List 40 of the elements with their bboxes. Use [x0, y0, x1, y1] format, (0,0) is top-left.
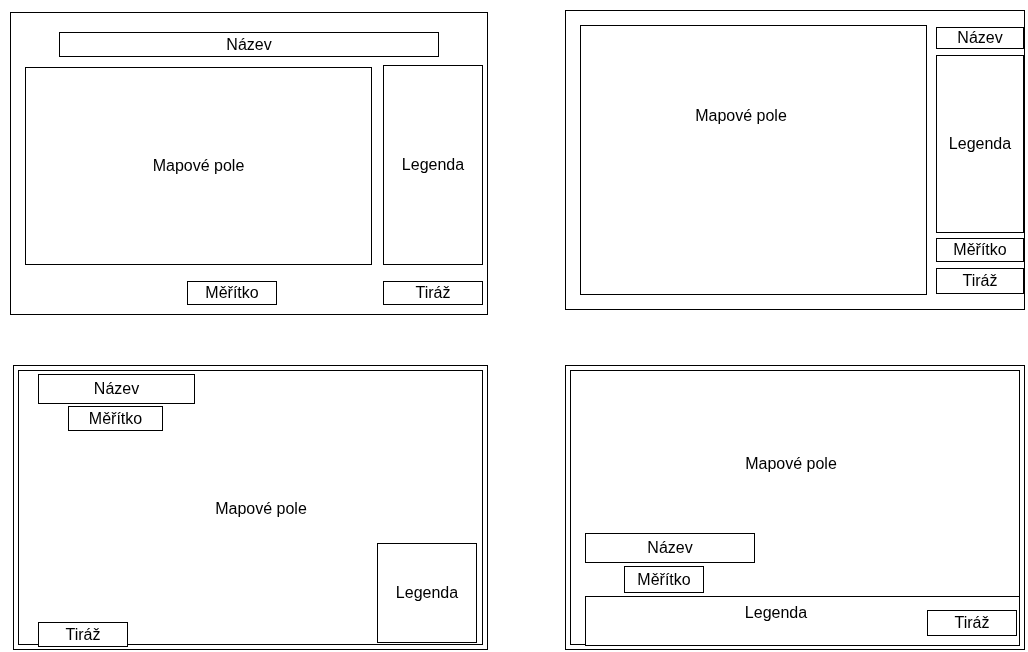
layout-box	[936, 55, 1024, 233]
box-label: Měřítko	[953, 241, 1007, 259]
layout-box	[377, 543, 477, 643]
layout-box	[59, 32, 439, 57]
box-label: Název	[93, 380, 140, 398]
box-label: Měřítko	[205, 284, 259, 302]
box-label: Měřítko	[637, 570, 691, 589]
layout-box	[936, 268, 1024, 294]
layout-box	[38, 374, 195, 404]
layout-box	[187, 281, 277, 305]
box-label: Název	[647, 539, 693, 557]
box-label: Název	[957, 29, 1003, 47]
box-label: Tiráž	[415, 284, 451, 302]
box-label: Legenda	[401, 156, 465, 174]
map-panel	[585, 596, 1020, 646]
box-label: Mapové pole	[152, 157, 245, 175]
layout-frame	[10, 12, 488, 315]
layout-box	[25, 67, 372, 265]
layout-box	[383, 65, 483, 265]
layout-box	[936, 27, 1024, 49]
box-label: Legenda	[395, 584, 459, 602]
layout-box	[68, 406, 163, 431]
box-label: Mapové pole	[695, 107, 787, 125]
box-label: Mapové pole	[745, 455, 837, 473]
box-label: Mapové pole	[215, 500, 307, 518]
box-label: Měřítko	[88, 409, 143, 428]
box-label: Tiráž	[954, 614, 990, 632]
box-label: Legenda	[948, 135, 1012, 153]
layout-box	[383, 281, 483, 305]
box-label: Tiráž	[962, 272, 998, 290]
layout-box	[580, 25, 927, 295]
box-label: Název	[226, 35, 272, 54]
layout-box	[624, 566, 704, 593]
box-label: Legenda	[744, 604, 808, 622]
layout-box	[38, 622, 128, 647]
layout-box	[936, 238, 1024, 262]
layout-box	[927, 610, 1017, 636]
box-label: Tiráž	[65, 625, 101, 644]
layout-box	[585, 533, 755, 563]
layout-frame	[565, 10, 1025, 310]
